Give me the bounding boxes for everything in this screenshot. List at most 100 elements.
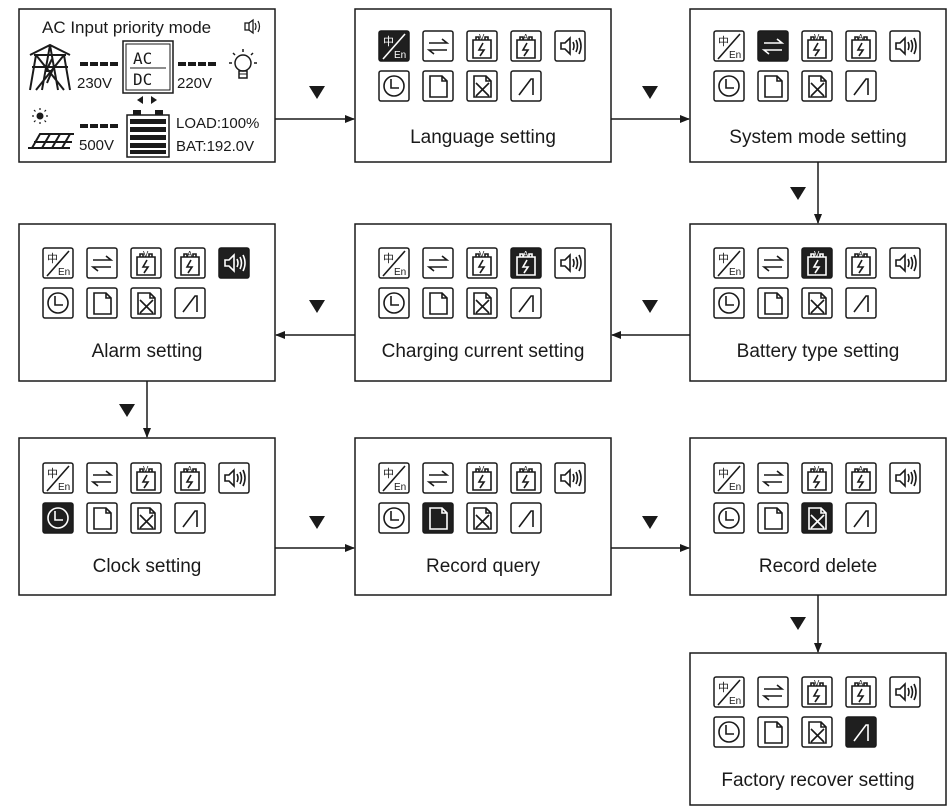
language-icon: 中En	[42, 462, 74, 494]
language-icon: 中En	[42, 247, 74, 279]
alarm-icon	[889, 462, 921, 494]
clock-icon	[713, 287, 745, 319]
grid-tower-icon	[29, 43, 71, 91]
language-icon: 中En	[378, 247, 410, 279]
battery-type-icon: V	[801, 676, 833, 708]
ac-label: AC	[133, 49, 152, 68]
flow-connectors	[143, 115, 822, 653]
svg-text:En: En	[394, 267, 406, 278]
language-icon: 中En	[713, 462, 745, 494]
screen-record-query: 中En V A Record query	[354, 437, 612, 596]
battery-type-icon: V	[466, 30, 498, 62]
svg-text:中: 中	[718, 681, 729, 694]
system-mode-icon	[757, 676, 789, 708]
grid-line-indicator	[80, 62, 118, 66]
svg-text:V: V	[479, 465, 485, 474]
battery-level-icon	[126, 110, 170, 158]
battery-type-icon: V	[130, 247, 162, 279]
pv-voltage: 500V	[79, 137, 114, 154]
record-query-icon	[757, 502, 789, 534]
svg-text:V: V	[479, 33, 485, 42]
record-delete-icon	[801, 287, 833, 319]
factory-recover-icon	[845, 502, 877, 534]
battery-voltage: BAT:192.0V	[176, 138, 254, 155]
record-query-icon	[86, 502, 118, 534]
svg-text:中: 中	[383, 467, 394, 480]
language-icon: 中En	[378, 30, 410, 62]
svg-text:V: V	[814, 250, 820, 259]
dc-label: DC	[133, 70, 152, 89]
alarm-icon	[554, 462, 586, 494]
screen-language: 中En V A Language setting	[354, 8, 612, 163]
record-query-icon	[757, 70, 789, 102]
svg-text:A: A	[523, 465, 529, 474]
clock-icon	[42, 287, 74, 319]
svg-text:A: A	[523, 33, 529, 42]
svg-text:中: 中	[718, 252, 729, 265]
record-delete-icon	[130, 287, 162, 319]
charging-current-icon: A	[510, 30, 542, 62]
svg-text:En: En	[394, 482, 406, 493]
svg-text:En: En	[58, 267, 70, 278]
down-key-triangle-icon	[119, 404, 135, 417]
clock-icon	[713, 716, 745, 748]
down-key-triangle-icon	[790, 187, 806, 200]
svg-text:V: V	[814, 465, 820, 474]
svg-text:En: En	[394, 50, 406, 61]
record-delete-icon	[466, 70, 498, 102]
record-query-icon	[86, 287, 118, 319]
grid-voltage: 230V	[77, 75, 112, 92]
svg-text:A: A	[187, 250, 193, 259]
svg-text:V: V	[143, 465, 149, 474]
svg-text:A: A	[858, 465, 864, 474]
svg-text:En: En	[729, 696, 741, 707]
factory-recover-icon	[174, 502, 206, 534]
record-query-icon	[757, 716, 789, 748]
alarm-icon	[889, 30, 921, 62]
factory-recover-icon	[510, 287, 542, 319]
clock-icon	[378, 70, 410, 102]
alarm-icon	[554, 30, 586, 62]
record-query-icon	[422, 70, 454, 102]
screen-label: Record delete	[759, 556, 877, 577]
factory-recover-icon	[845, 716, 877, 748]
factory-recover-icon	[510, 70, 542, 102]
svg-text:中: 中	[718, 467, 729, 480]
energy-flow-arrows	[137, 96, 157, 104]
system-mode-icon	[757, 247, 789, 279]
pv-line-indicator	[80, 124, 118, 128]
down-key-markers	[119, 86, 806, 630]
system-mode-icon	[422, 30, 454, 62]
system-mode-icon	[86, 247, 118, 279]
down-key-triangle-icon	[790, 617, 806, 630]
home-screen-panel: AC Input priority mode 230V AC DC	[18, 8, 276, 163]
record-delete-icon	[130, 502, 162, 534]
svg-text:A: A	[523, 250, 529, 259]
svg-text:En: En	[729, 482, 741, 493]
record-delete-icon	[466, 502, 498, 534]
svg-text:V: V	[479, 250, 485, 259]
screen-label: Record query	[426, 556, 541, 577]
down-key-triangle-icon	[642, 300, 658, 313]
down-key-triangle-icon	[642, 86, 658, 99]
charging-current-icon: A	[174, 462, 206, 494]
down-key-triangle-icon	[309, 300, 325, 313]
svg-text:V: V	[814, 679, 820, 688]
svg-text:En: En	[58, 482, 70, 493]
system-mode-icon	[422, 247, 454, 279]
alarm-icon	[889, 676, 921, 708]
screen-label: Language setting	[410, 127, 556, 148]
svg-text:A: A	[858, 250, 864, 259]
language-icon: 中En	[378, 462, 410, 494]
record-query-icon	[422, 287, 454, 319]
clock-icon	[42, 502, 74, 534]
svg-text:En: En	[729, 50, 741, 61]
alarm-icon	[554, 247, 586, 279]
system-mode-icon	[757, 462, 789, 494]
battery-type-icon: V	[801, 30, 833, 62]
down-key-triangle-icon	[309, 86, 325, 99]
battery-type-icon: V	[801, 247, 833, 279]
charging-current-icon: A	[845, 30, 877, 62]
